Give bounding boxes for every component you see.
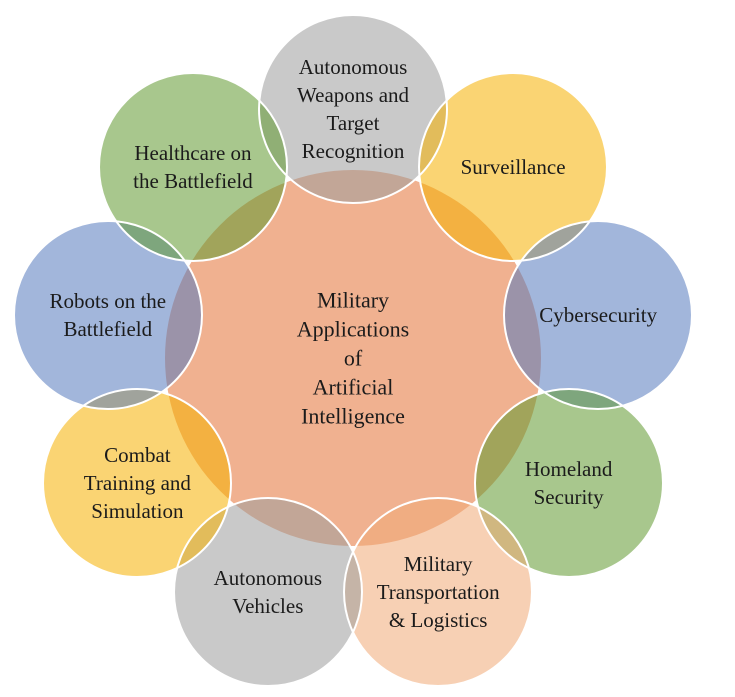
label-cybersecurity: Cybersecurity bbox=[539, 301, 657, 329]
label-line: of bbox=[343, 345, 363, 371]
label-line: Cybersecurity bbox=[539, 302, 658, 327]
label-line: Robots on the bbox=[49, 288, 167, 313]
label-line: Intelligence bbox=[301, 403, 405, 429]
label-line: Healthcare on bbox=[134, 141, 252, 166]
label-line: Simulation bbox=[91, 498, 184, 523]
label-line: Autonomous bbox=[298, 55, 408, 79]
label-line: Military bbox=[403, 551, 473, 576]
label-healthcare-battlefield: Healthcare on the Battlefield bbox=[133, 139, 253, 195]
label-line: Autonomous bbox=[213, 565, 323, 590]
label-line: Homeland bbox=[524, 456, 613, 481]
label-line: Applications bbox=[296, 316, 410, 342]
label-line: Artificial bbox=[312, 374, 394, 400]
label-surveillance: Surveillance bbox=[461, 153, 566, 181]
label-line: Training and bbox=[83, 470, 191, 495]
label-line: Vehicles bbox=[232, 593, 304, 618]
label-line: Military bbox=[316, 287, 390, 313]
label-line: Security bbox=[533, 484, 604, 509]
label-line: Weapons and bbox=[296, 83, 410, 107]
label-line: the Battlefield bbox=[133, 169, 253, 194]
label-line: & Logistics bbox=[388, 607, 488, 632]
label-line: Transportation bbox=[376, 579, 500, 604]
label-line: Combat bbox=[104, 442, 171, 467]
label-line: Surveillance bbox=[460, 155, 566, 180]
label-line: Target bbox=[326, 111, 380, 135]
label-line: Recognition bbox=[301, 139, 405, 163]
label-line: Battlefield bbox=[63, 316, 153, 341]
